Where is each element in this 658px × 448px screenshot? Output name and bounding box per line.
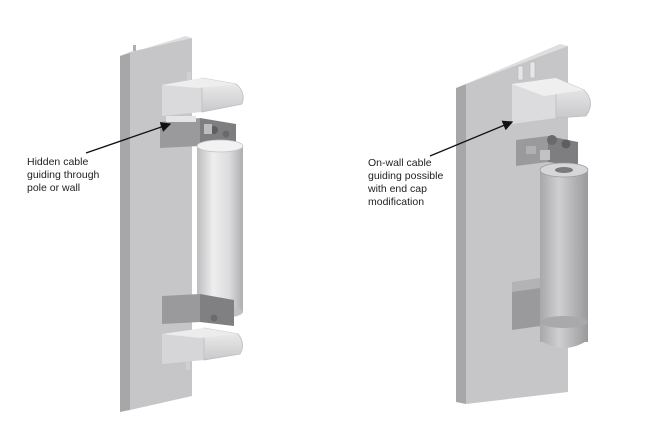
right-callout-arrow <box>429 120 514 157</box>
left-top-end-cap <box>162 72 244 116</box>
left-bottom-end-cap <box>162 327 243 370</box>
callout-hidden-cable: Hidden cable guiding through pole or wal… <box>27 156 99 195</box>
callout-line: modification <box>368 196 425 208</box>
right-bottom-bracket <box>512 278 540 330</box>
right-wall-top <box>456 44 568 88</box>
right-bottom-end-cap <box>540 316 588 348</box>
callout-on-wall-cable: On-wall cable guiding possible with end … <box>368 157 443 209</box>
right-cylinder <box>539 162 589 342</box>
callout-line: guiding possible <box>368 170 444 182</box>
left-wall-top <box>120 36 192 56</box>
callout-line: Hidden cable <box>27 156 89 168</box>
right-top-end-cap <box>512 61 591 124</box>
callout-line: pole or wall <box>27 182 81 194</box>
callout-line: guiding through <box>27 169 100 181</box>
right-top-bracket <box>516 135 578 166</box>
left-assembly <box>85 36 244 412</box>
callout-line: On-wall cable <box>368 157 432 169</box>
right-assembly <box>429 44 591 404</box>
left-wall-stud <box>133 45 136 51</box>
left-cylinder <box>196 139 244 318</box>
left-wall-side <box>120 52 130 412</box>
right-wall-side <box>456 84 466 404</box>
left-callout-arrow <box>85 122 172 154</box>
left-bottom-bracket <box>162 294 234 326</box>
callout-line: with end cap <box>368 183 427 195</box>
